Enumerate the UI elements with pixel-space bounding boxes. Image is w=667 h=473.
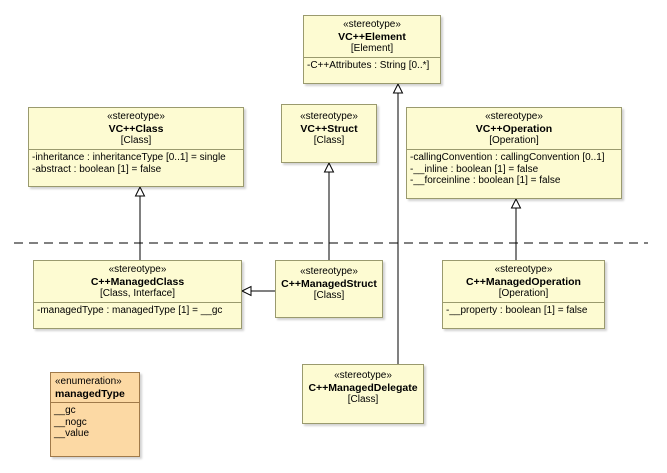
- stereotype-label: «stereotype»: [485, 111, 543, 122]
- class-name: VC++Struct: [300, 123, 358, 135]
- stereotype-managed-operation[interactable]: «stereotype» C++ManagedOperation [Operat…: [442, 260, 605, 329]
- enumeration-literal: __value: [54, 428, 90, 439]
- metaclass-label: [Class]: [313, 290, 345, 301]
- enumeration-name: managedType: [55, 388, 125, 400]
- stereotype-label: «enumeration»: [55, 376, 122, 387]
- class-name: C++ManagedDelegate: [308, 382, 418, 394]
- attribute-compartment: -inheritance : inheritanceType [0..1] = …: [29, 149, 243, 177]
- attribute: -__property : boolean [1] = false: [446, 305, 588, 316]
- attribute-compartment: -C++Attributes : String [0..*]: [304, 57, 440, 74]
- stereotype-vc-class[interactable]: «stereotype» VC++Class [Class] -inherita…: [28, 107, 244, 187]
- metaclass-label: [Element]: [350, 43, 394, 54]
- metaclass-label: [Class]: [313, 135, 345, 146]
- metaclass-label: [Class]: [347, 394, 379, 405]
- generalization-managedstruct-to-managedclass: [240, 285, 275, 297]
- class-name: C++ManagedOperation: [466, 276, 581, 288]
- attribute-compartment: -managedType : managedType [1] = __gc: [34, 302, 241, 319]
- attribute-compartment: -__property : boolean [1] = false: [443, 302, 604, 319]
- stereotype-label: «stereotype»: [300, 266, 358, 277]
- class-name: VC++Element: [338, 31, 406, 43]
- metaclass-label: [Class, Interface]: [99, 288, 176, 299]
- attribute: -C++Attributes : String [0..*]: [307, 60, 430, 71]
- stereotype-label: «stereotype»: [108, 264, 167, 275]
- stereotype-managed-class[interactable]: «stereotype» C++ManagedClass [Class, Int…: [33, 260, 242, 329]
- stereotype-managed-struct[interactable]: «stereotype» C++ManagedStruct [Class]: [275, 260, 383, 318]
- stereotype-label: «stereotype»: [107, 111, 165, 122]
- stereotype-vc-operation[interactable]: «stereotype» VC++Operation [Operation] -…: [406, 107, 622, 199]
- stereotype-label: «stereotype»: [343, 19, 401, 30]
- stereotype-vc-element[interactable]: «stereotype» VC++Element [Element] -C++A…: [303, 15, 441, 84]
- enumeration-literal: __nogc: [54, 416, 87, 428]
- generalization-managedstruct-to-vcstruct: [323, 161, 335, 260]
- attribute-compartment: -callingConvention : callingConvention […: [407, 149, 621, 189]
- class-name: VC++Operation: [475, 123, 553, 135]
- enumeration-managed-type[interactable]: «enumeration» managedType __gc __nogc __…: [50, 372, 140, 457]
- attribute: -managedType : managedType [1] = __gc: [37, 305, 223, 316]
- generalization-managedclass-to-vcclass: [134, 185, 146, 260]
- generalization-managedoperation-to-vcoperation: [510, 197, 522, 260]
- stereotype-vc-struct[interactable]: «stereotype» VC++Struct [Class]: [281, 104, 377, 163]
- stereotype-label: «stereotype»: [300, 111, 358, 122]
- attribute: -abstract : boolean [1] = false: [32, 163, 162, 175]
- class-name: C++ManagedStruct: [281, 278, 377, 290]
- generalization-manageddelegate-to-vcelement: [392, 82, 404, 364]
- class-name: C++ManagedClass: [90, 276, 185, 288]
- attribute: -callingConvention : callingConvention […: [410, 152, 605, 163]
- stereotype-label: «stereotype»: [334, 370, 392, 381]
- stereotype-label: «stereotype»: [494, 264, 553, 275]
- literal-compartment: __gc __nogc __value: [51, 402, 139, 442]
- metaclass-label: [Operation]: [489, 135, 539, 146]
- stereotype-managed-delegate[interactable]: «stereotype» C++ManagedDelegate [Class]: [302, 364, 424, 424]
- enumeration-literal: __gc: [54, 405, 76, 416]
- attribute: -__inline : boolean [1] = false: [410, 163, 539, 175]
- class-name: VC++Class: [108, 123, 164, 135]
- attribute: -inheritance : inheritanceType [0..1] = …: [32, 152, 226, 163]
- metaclass-label: [Operation]: [498, 288, 549, 299]
- metaclass-label: [Class]: [120, 135, 152, 146]
- attribute: -__forceinline : boolean [1] = false: [410, 175, 561, 186]
